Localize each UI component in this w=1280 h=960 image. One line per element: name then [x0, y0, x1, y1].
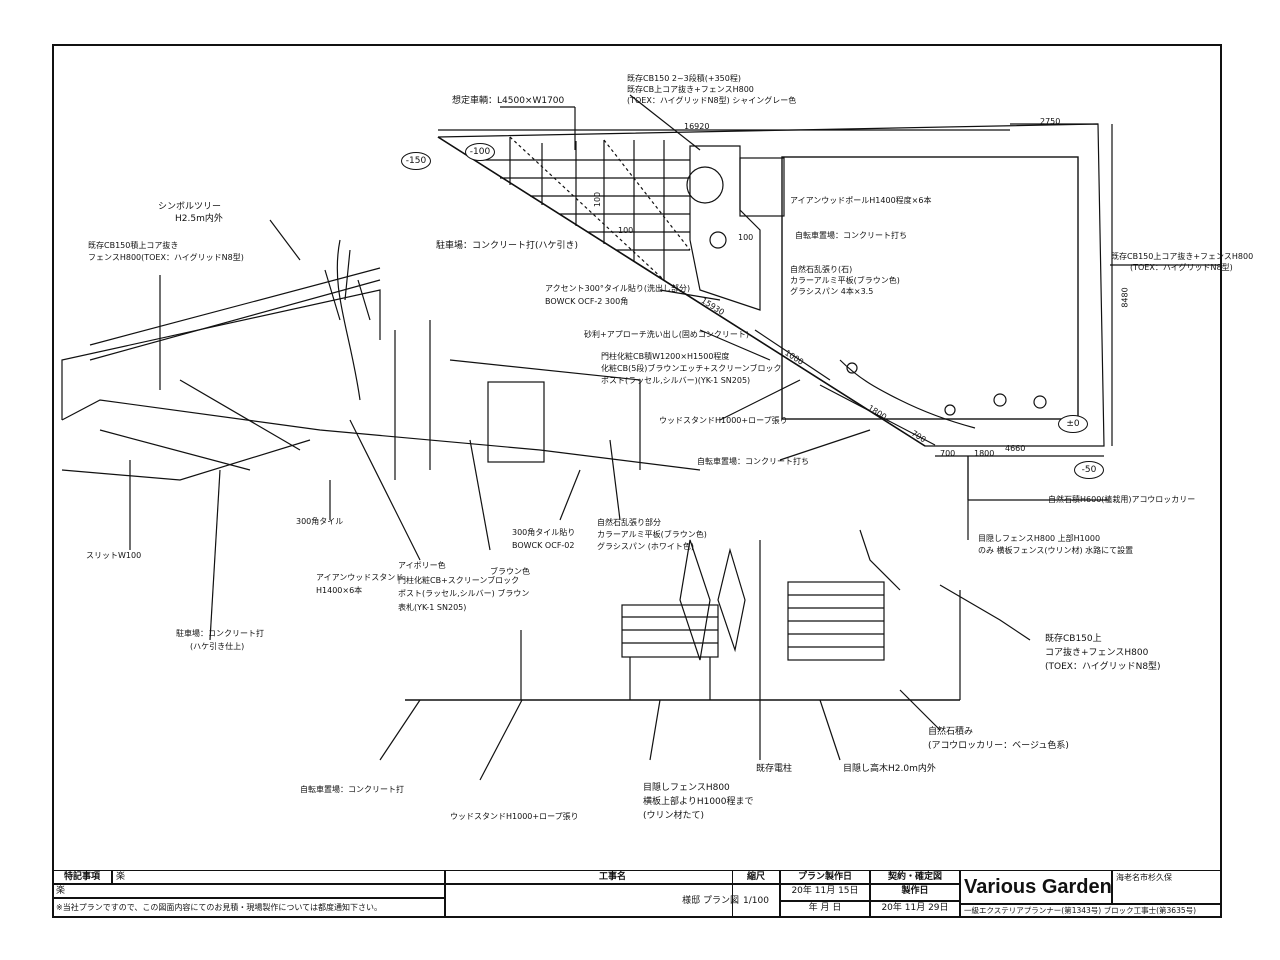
wood-stand-label: ウッドスタンドH1000+ロープ張り — [659, 416, 788, 425]
dimension-16920: 16920 — [684, 122, 710, 131]
house-outline — [781, 156, 1079, 420]
gate-cb-label: 門柱化粧CB+スクリーンブロック — [398, 576, 520, 585]
bicycle-concrete-label: 自転車置場：コンクリート打ち — [795, 231, 907, 240]
dimension-4660: 4660 — [1005, 444, 1026, 453]
plan-cb-fence-label: 既存CB150 2~3段積(+350程) — [627, 74, 741, 83]
iron-wood-label: アイアンウッドポールH1400程度×6本 — [790, 196, 932, 205]
natural-stone-elevation-label-2: (アコウロッカリー：ベージュ色系) — [928, 741, 1069, 751]
natural-stone-label: 自然石乱張り(石) — [790, 265, 853, 274]
dimension-100-a: 100 — [593, 191, 603, 208]
iron-wood-stand-label-2: H1400×6本 — [316, 586, 363, 595]
dimension-1800-a: 1800 — [974, 449, 995, 458]
dimension-100-c: 100 — [738, 233, 754, 242]
project-header: 工事名 — [445, 870, 780, 884]
tile-300-label: 300角タイル — [296, 517, 344, 526]
wood-stand-elevation-label: ウッドスタンドH1000+ロープ張り — [450, 812, 579, 821]
gate-post-label-2: 化粧CB(5段)ブラウンエッチ+スクリーンブロック — [601, 364, 782, 373]
fence-h800-label-2: のみ 横板フェンス(ウリン材) 水路にて設置 — [978, 546, 1134, 555]
made-value: 20年 11月 29日 — [870, 901, 960, 918]
dimension-2750: 2750 — [1040, 117, 1061, 126]
nameplate-label: 表札(YK-1 SN205) — [398, 603, 467, 612]
natural-stone-label-2: カラーアルミ平板(ブラウン色) — [790, 276, 900, 285]
bicycle-elevation-label: 自転車置場：コンクリート打 — [300, 785, 404, 794]
level-marker-minus-150: -150 — [401, 152, 431, 170]
existing-cb-right-label-2: (TOEX：ハイグリッドN8型) — [1130, 263, 1233, 272]
existing-cb-left-label-2: フェンスH800(TOEX：ハイグリッドN8型) — [88, 253, 244, 262]
brown-color-label: ブラウン色 — [490, 567, 530, 576]
fence-h800-label: 目隠しフェンスH800 上部H1000 — [978, 534, 1101, 543]
license-text: 一級エクステリアプランナー(第1343号) ブロック工事士(第3635号) — [960, 904, 1222, 918]
screen-fence-label-3: (ウリン材たて) — [643, 811, 705, 821]
level-marker-zero: ±0 — [1058, 415, 1088, 433]
screen-fence-label-2: 横板上部よりH1000程まで — [643, 797, 754, 807]
parking-concrete-label: 駐車場：コンクリート打(ハケ引き) — [436, 241, 579, 251]
bicycle-concrete-label-2: 自転車置場：コンクリート打ち — [697, 457, 809, 466]
project-value: 様邸 プラン図 — [445, 884, 780, 918]
made-header: 製作日 — [870, 884, 960, 901]
tile-300-bowck-label-2: BOWCK OCF-02 — [512, 541, 575, 550]
notes-header: 特記事項 — [52, 870, 112, 884]
perspective-parking-label: 駐車場：コンクリート打 — [176, 629, 264, 638]
symbol-tree-height-label: H2.5m内外 — [175, 214, 223, 224]
parking-size-label: 想定車輌：L4500×W1700 — [452, 96, 565, 106]
garage-room — [739, 157, 785, 217]
natural-stone-perspective-label: 自然石乱張り部分 — [597, 518, 661, 527]
ivory-color-label: アイボリー色 — [398, 561, 446, 570]
dimension-100-b: 100 — [618, 226, 634, 235]
scale-value: 1/100 — [732, 884, 780, 918]
gravel-label: 砂利+アプローチ洗い出し(固めコンクリート) — [584, 330, 749, 339]
existing-cb-right-label: 既存CB150上コア抜き+フェンスH800 — [1111, 252, 1254, 261]
plan-cb-fence-label-2: 既存CB上コア抜き+フェンスH800 — [627, 85, 754, 94]
existing-utility-pole-label: 既存電柱 — [756, 764, 793, 774]
existing-cb-elevation-label-3: (TOEX：ハイグリッドN8型) — [1045, 662, 1161, 672]
slit-label: スリットW100 — [86, 551, 142, 560]
gate-post-label-3: ポスト(ラッセル,シルバー)(YK-1 SN205) — [601, 376, 751, 385]
tile-300-bowck-label: 300角タイル貼り — [512, 528, 576, 537]
accent-tile-label: アクセント300°タイル貼り(洗出し部分) — [545, 284, 691, 293]
natural-stone-perspective-label-2: カラーアルミ平板(ブラウン色) — [597, 530, 707, 539]
screen-tree-label: 目隠し高木H2.0m内外 — [843, 764, 936, 774]
existing-cb-left-label: 既存CB150積上コア抜き — [88, 241, 179, 250]
level-marker-minus-50: -50 — [1074, 461, 1104, 479]
symbol-tree-label: シンボルツリー — [158, 202, 222, 212]
natural-stone-elevation-label: 自然石積み — [928, 727, 974, 737]
existing-cb-elevation-label: 既存CB150上 — [1045, 634, 1102, 644]
post-label: ポスト(ラッセル,シルバー) ブラウン — [398, 589, 530, 598]
level-marker-minus-100: -100 — [465, 143, 495, 161]
dimension-700-a: 700 — [940, 449, 956, 458]
location-text: 海老名市杉久保 — [1112, 870, 1222, 904]
contract-header: 契約・確定図 — [870, 870, 960, 884]
plan-date-value: 20年 11月 15日 — [780, 884, 870, 901]
plan-cb-fence-label-3: (TOEX：ハイグリッドN8型) シャイングレー色 — [627, 96, 797, 105]
title-block: 特記事項 楽 楽 ※当社プランですので、この図面内容にてのお見積・現場製作につい… — [52, 870, 1222, 918]
existing-cb-elevation-label-2: コア抜き+フェンスH800 — [1045, 648, 1149, 658]
accent-tile-code-label: BOWCK OCF-2 300角 — [545, 297, 629, 306]
perspective-parking-label-2: (ハケ引き仕上) — [190, 642, 245, 651]
dimension-8480: 8480 — [1120, 287, 1130, 308]
perspective-ground — [61, 399, 701, 471]
natural-stone-perspective-label-3: グラシスパン (ホワイト色) — [597, 542, 695, 551]
rock-garden-label: 自然石積H600(植栽用)アコウロッカリー — [1048, 495, 1196, 504]
plan-date-value-2: 年 月 日 — [780, 901, 870, 918]
notes-value: 楽 — [112, 870, 445, 884]
natural-stone-label-3: グラシスパン 4本×3.5 — [790, 287, 874, 296]
disclaimer-text: ※当社プランですので、この図面内容にてのお見積・現場製作については都度通知下さい… — [52, 898, 445, 918]
site-boundary — [437, 123, 1105, 447]
iron-wood-stand-label: アイアンウッドスタンド — [316, 573, 404, 582]
brand-logo: Various Gardens — [960, 870, 1112, 904]
scale-header: 縮尺 — [732, 870, 780, 884]
notes-sub: 楽 — [52, 884, 445, 898]
screen-fence-label: 目隠しフェンスH800 — [643, 783, 730, 793]
plan-date-header: プラン製作日 — [780, 870, 870, 884]
gate-post-label: 門柱化粧CB積W1200×H1500程度 — [601, 352, 730, 361]
